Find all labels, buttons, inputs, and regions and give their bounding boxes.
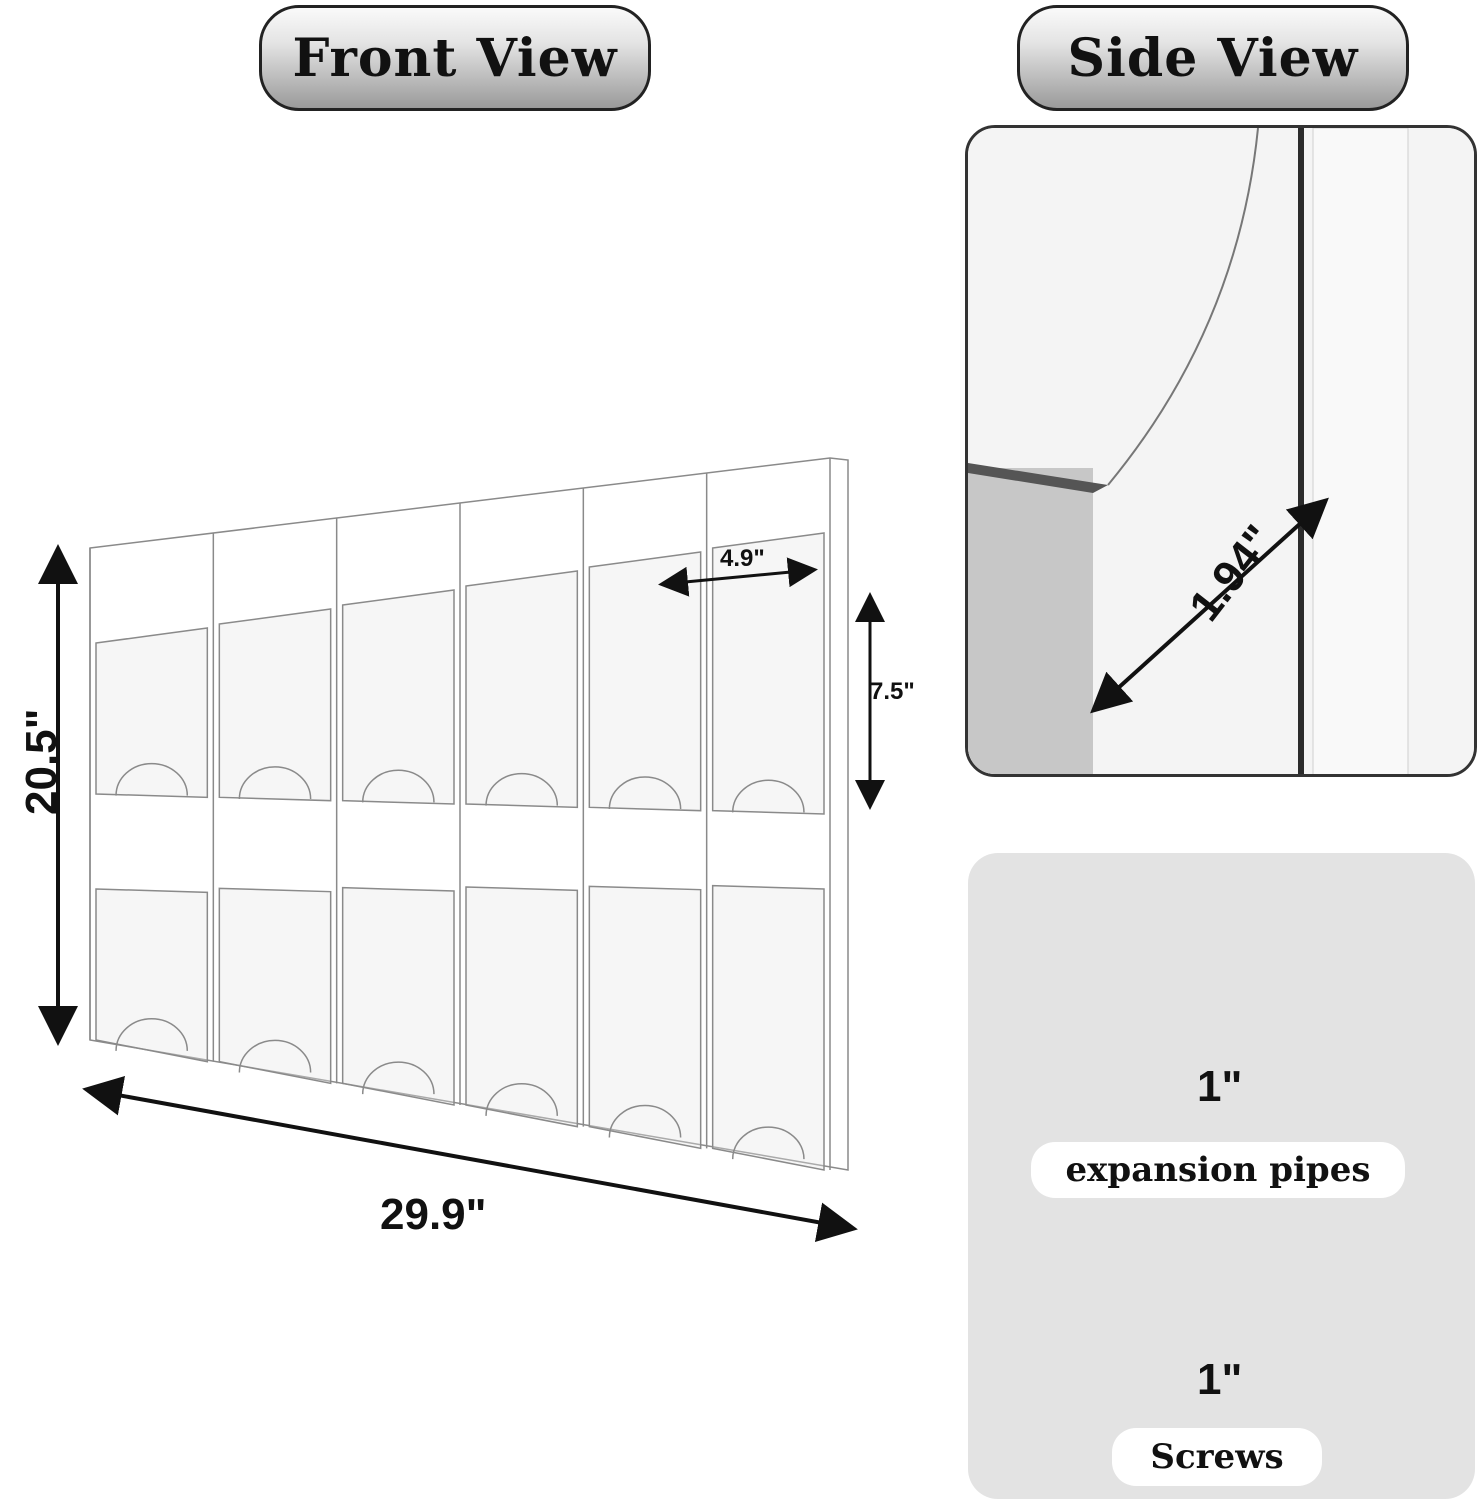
pocket [341, 589, 455, 805]
finger-cutout [238, 1039, 312, 1073]
finger-cutout [485, 773, 559, 806]
expansion-pipes-label: expansion pipes [1031, 1142, 1405, 1198]
width-arrow [82, 1076, 858, 1242]
screws-label: Screws [1112, 1428, 1322, 1486]
finger-cutout [115, 763, 189, 796]
pocket [218, 887, 332, 1085]
finger-cutout [115, 1018, 189, 1051]
pocket [465, 886, 579, 1128]
pocket-height-label: 7.5" [870, 678, 915, 705]
width-dimension-label: 29.9" [380, 1190, 487, 1239]
side-view-panel [965, 125, 1477, 777]
finger-cutout [731, 779, 805, 813]
height-dimension-label: 20.5" [17, 708, 66, 816]
front-view-title: Front View [259, 5, 651, 111]
pocket-width-arrow [658, 557, 818, 597]
pocket [95, 888, 209, 1063]
finger-cutout [238, 766, 312, 800]
pocket [588, 551, 702, 812]
depth-arrow [1090, 497, 1329, 714]
side-view-title: Side View [1017, 5, 1409, 111]
pocket [588, 885, 702, 1150]
finger-cutout [361, 769, 435, 803]
pocket-width-label: 4.9" [720, 545, 765, 572]
side-view-diagram [968, 128, 1474, 774]
pocket [218, 608, 332, 802]
pocket [465, 570, 579, 809]
screw-length-label: 1" [1197, 1355, 1243, 1404]
pocket [95, 627, 209, 799]
pocket [341, 886, 455, 1106]
finger-cutout [608, 776, 682, 810]
pocket [711, 532, 825, 815]
pipe-length-label: 1" [1197, 1062, 1243, 1111]
